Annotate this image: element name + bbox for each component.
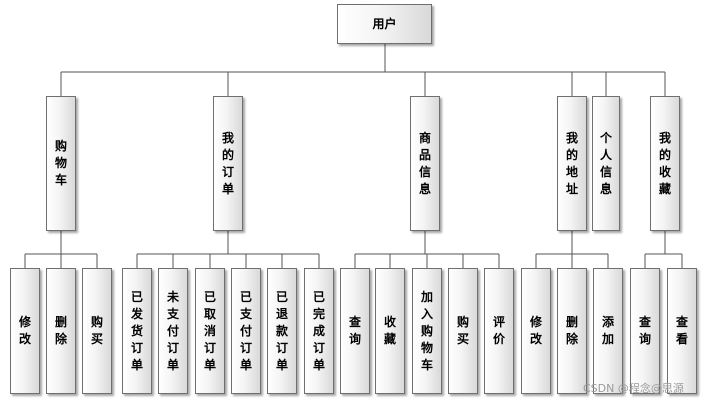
node-label: 购物车	[54, 139, 67, 187]
node-label: 添加	[601, 315, 614, 346]
node-label: 我的订单	[221, 130, 234, 196]
node-product-search: 查询	[340, 268, 370, 394]
node-label: 已完成订单	[312, 289, 325, 372]
watermark-text: CSDN @程念@思源	[583, 382, 684, 395]
node-label: 已取消订单	[203, 289, 216, 372]
node-label: 查看	[675, 315, 688, 346]
node-order-shipped: 已发货订单	[122, 268, 152, 394]
node-label: 个人信息	[599, 130, 612, 196]
node-cart: 购物车	[46, 96, 76, 231]
node-label: 修改	[18, 315, 31, 346]
node-cart-buy: 购买	[82, 268, 112, 394]
node-cart-edit: 修改	[10, 268, 40, 394]
node-label: 加入购物车	[420, 289, 433, 372]
node-label: 我的地址	[565, 130, 578, 196]
node-address-edit: 修改	[521, 268, 551, 394]
node-order-unpaid: 未支付订单	[158, 268, 188, 394]
node-label: 购买	[90, 315, 103, 346]
node-favorites-search: 查询	[630, 268, 660, 394]
node-my-orders: 我的订单	[213, 96, 243, 231]
node-label: 用户	[372, 16, 397, 31]
node-user: 用户	[337, 4, 432, 44]
node-order-cancelled: 已取消订单	[195, 268, 225, 394]
node-product-favorite: 收藏	[375, 268, 405, 394]
node-address-add: 添加	[593, 268, 623, 394]
node-product-buy: 购买	[448, 268, 478, 394]
node-label: 商品信息	[418, 130, 431, 196]
node-label: 收藏	[383, 315, 396, 346]
node-my-favorites: 我的收藏	[650, 96, 680, 231]
node-label: 删除	[565, 315, 578, 346]
node-label: 已发货订单	[130, 289, 143, 372]
node-product-review: 评价	[484, 268, 514, 394]
node-order-completed: 已完成订单	[304, 268, 334, 394]
node-label: 查询	[638, 315, 651, 346]
node-my-address: 我的地址	[557, 96, 587, 231]
node-label: 我的收藏	[658, 130, 671, 196]
node-cart-delete: 删除	[46, 268, 76, 394]
node-label: 已支付订单	[239, 289, 252, 372]
node-label: 购买	[456, 315, 469, 346]
node-label: 评价	[492, 315, 505, 346]
node-product-info: 商品信息	[410, 96, 440, 231]
node-personal-info: 个人信息	[592, 96, 620, 231]
node-order-refunded: 已退款订单	[267, 268, 297, 394]
node-label: 未支付订单	[166, 289, 179, 372]
node-label: 删除	[54, 315, 67, 346]
node-address-delete: 删除	[557, 268, 587, 394]
node-label: 查询	[348, 315, 361, 346]
node-favorites-view: 查看	[667, 268, 697, 394]
node-order-paid: 已支付订单	[231, 268, 261, 394]
node-label: 已退款订单	[275, 289, 288, 372]
node-product-add-to-cart: 加入购物车	[412, 268, 442, 394]
node-label: 修改	[529, 315, 542, 346]
